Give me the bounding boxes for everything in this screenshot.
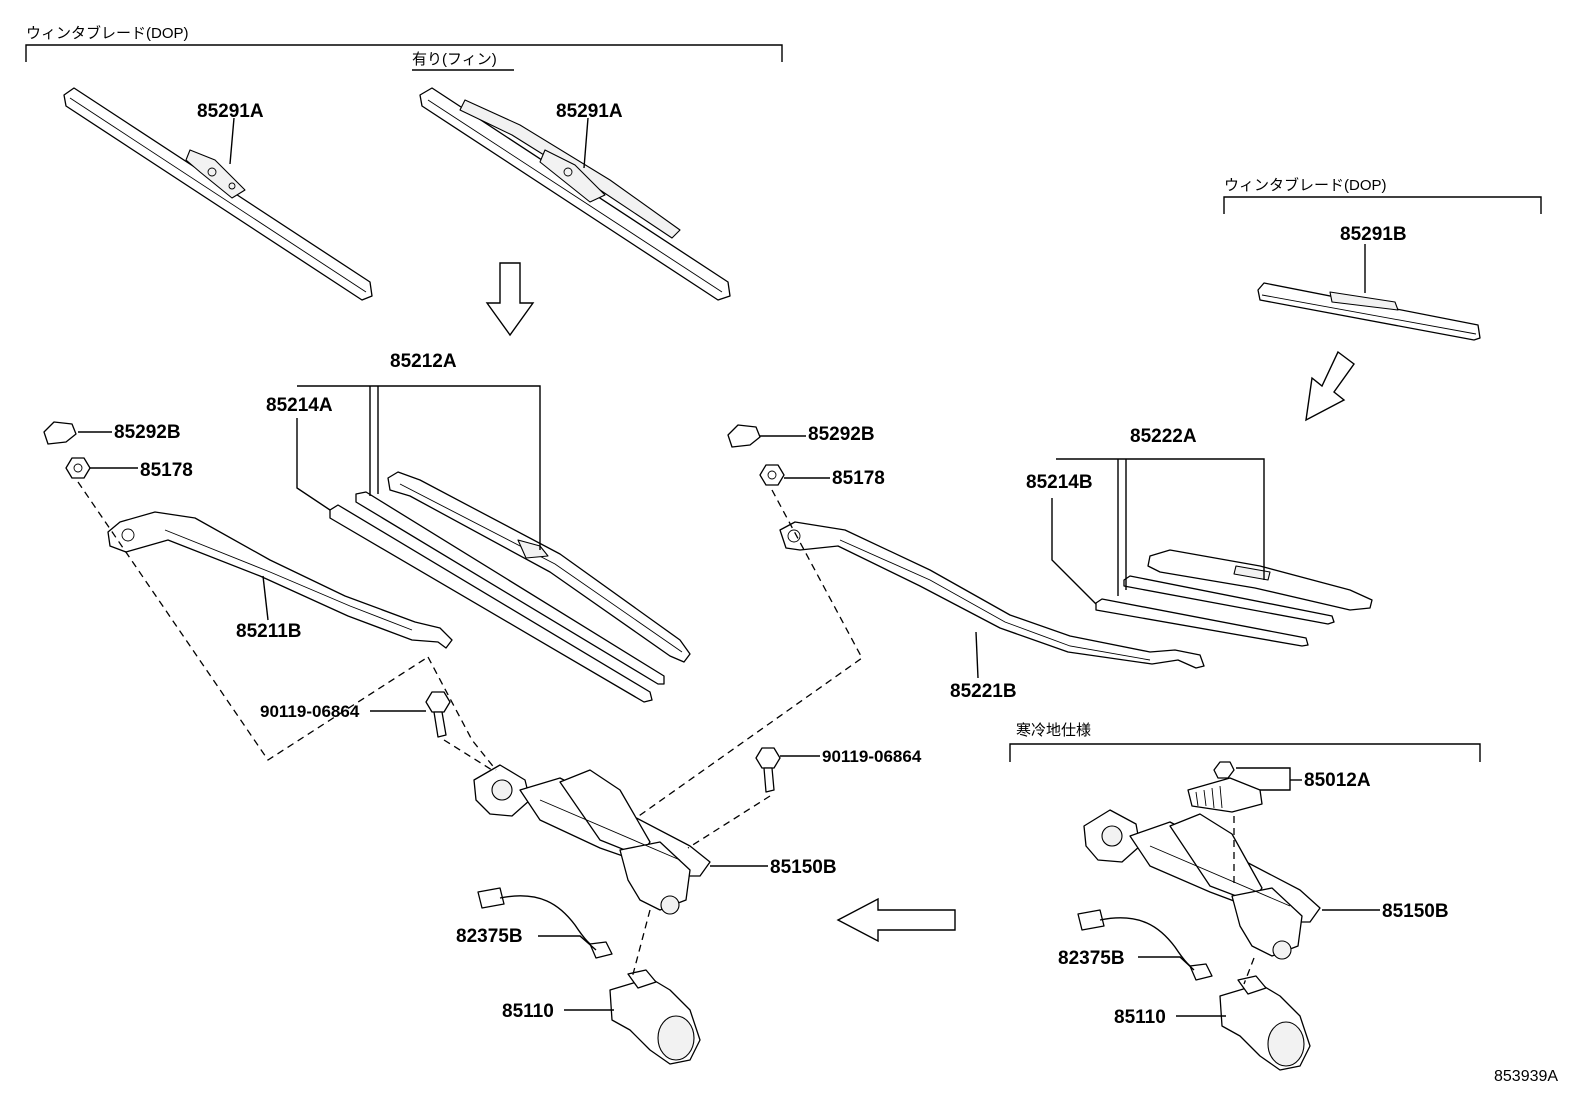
part-number-85291a-fin[interactable]: 85291A [556, 101, 623, 122]
motor-85110-left-drawing [609, 969, 701, 1065]
group-label-cold-region: 寒冷地仕様 [1016, 721, 1091, 739]
winter-blade-right-drawing [1257, 282, 1481, 341]
group-bracket-dop-right: ウィンタブレード(DOP) [1223, 176, 1542, 214]
nut-85178-left-drawing [65, 457, 91, 479]
part-number-85211b[interactable]: 85211B [236, 621, 302, 642]
rubber-85214a-drawing [329, 504, 653, 703]
part-number-85212a[interactable]: 85212A [390, 351, 457, 372]
leader-lines [78, 117, 1380, 1017]
part-number-85291a-left[interactable]: 85291A [197, 101, 264, 122]
linkage-85150b-right-drawing [1083, 809, 1321, 960]
arrow-left-icon [836, 897, 956, 943]
cap-85292b-left-drawing [43, 421, 77, 445]
part-number-85214a[interactable]: 85214A [266, 395, 333, 416]
linkage-85150b-left-drawing [473, 764, 711, 915]
part-number-85292b-right[interactable]: 85292B [808, 424, 875, 445]
part-number-85110-left[interactable]: 85110 [502, 1001, 554, 1022]
group-label-dop-right: ウィンタブレード(DOP) [1224, 176, 1387, 194]
spring-85012a-drawing [1187, 761, 1263, 813]
blade-85222a-drawing [1123, 549, 1373, 625]
part-number-85221b[interactable]: 85221B [950, 681, 1017, 702]
part-number-85214b[interactable]: 85214B [1026, 472, 1093, 493]
motor-85110-right-drawing [1219, 975, 1311, 1071]
blade-85212a-drawing [355, 471, 691, 685]
drawing-number: 853939A [1494, 1068, 1558, 1085]
winter-blade-fin-drawing [419, 87, 731, 301]
part-number-90119-right[interactable]: 90119-06864 [822, 747, 922, 766]
part-number-85110-right[interactable]: 85110 [1114, 1007, 1166, 1028]
cap-85292b-right-drawing [727, 424, 761, 448]
part-number-82375b-left[interactable]: 82375B [456, 926, 523, 947]
part-number-85150b-left[interactable]: 85150B [770, 857, 837, 878]
part-number-85222a[interactable]: 85222A [1130, 426, 1197, 447]
group-label-dop-left: ウィンタブレード(DOP) [26, 24, 189, 42]
harness-82375b-right-drawing [1077, 909, 1213, 981]
winter-blade-left-drawing [63, 87, 373, 301]
bolt-90119-left-drawing [425, 691, 451, 738]
dashed-guides [77, 481, 1255, 985]
nut-85178-right-drawing [759, 464, 785, 486]
group-bracket-dop-left: ウィンタブレード(DOP) [25, 24, 783, 62]
part-number-85150b-right[interactable]: 85150B [1382, 901, 1449, 922]
arm-85221b-drawing [779, 521, 1205, 669]
arm-85211b-drawing [107, 511, 453, 649]
group-bracket-cold-region: 寒冷地仕様 [1009, 721, 1481, 762]
group-label-fin: 有り(フィン) [412, 51, 497, 68]
part-number-85012a[interactable]: 85012A [1304, 770, 1371, 791]
arrow-down-left-icon [1305, 350, 1355, 422]
part-number-90119-left[interactable]: 90119-06864 [260, 702, 360, 721]
part-number-85292b-left[interactable]: 85292B [114, 422, 181, 443]
rubber-85214b-drawing [1095, 598, 1309, 647]
part-number-85178-left[interactable]: 85178 [140, 460, 193, 481]
harness-82375b-left-drawing [477, 887, 613, 959]
part-number-85291b[interactable]: 85291B [1340, 224, 1407, 245]
group-bracket-fin: 有り(フィン) [412, 51, 514, 71]
arrow-down-icon [485, 262, 535, 337]
part-number-82375b-right[interactable]: 82375B [1058, 948, 1125, 969]
part-number-85178-right[interactable]: 85178 [832, 468, 885, 489]
bolt-90119-right-drawing [755, 747, 781, 793]
